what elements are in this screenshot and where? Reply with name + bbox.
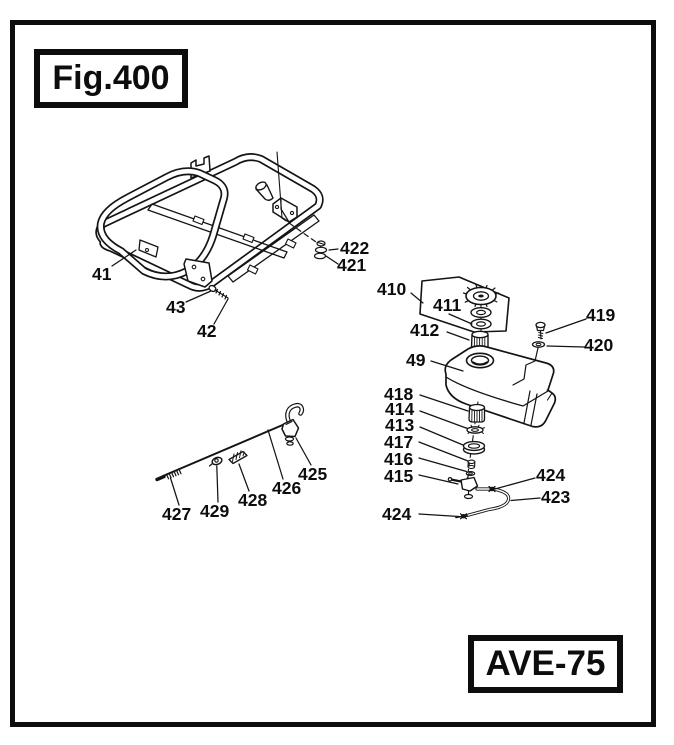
tank-assembly-drawing [419, 276, 557, 520]
part-label-413: 413 [385, 415, 415, 435]
figure-number-box: Fig.400 [34, 49, 188, 108]
part-label-422: 422 [340, 238, 370, 258]
part-label-414: 414 [385, 399, 415, 419]
part-label-424-bottom: 424 [382, 504, 412, 524]
part-label-429: 429 [200, 501, 230, 521]
part-label-426: 426 [272, 478, 302, 498]
part-label-420: 420 [584, 335, 614, 355]
part-label-416: 416 [384, 449, 414, 469]
part-label-415: 415 [384, 466, 414, 486]
model-code-box: AVE-75 [468, 635, 623, 693]
part-label-410: 410 [377, 279, 407, 299]
part-label-41: 41 [92, 264, 112, 284]
part-label-423: 423 [541, 487, 571, 507]
part-label-411: 411 [433, 295, 462, 315]
part-label-419: 419 [586, 305, 616, 325]
model-code: AVE-75 [485, 644, 606, 683]
part-label-43: 43 [166, 297, 186, 317]
part-label-421: 421 [337, 255, 367, 275]
part-label-425: 425 [298, 464, 328, 484]
figure-number: Fig.400 [52, 59, 170, 97]
frame-assembly-drawing [95, 151, 328, 300]
throttle-cable-drawing [155, 402, 305, 482]
part-label-417: 417 [384, 432, 414, 452]
part-label-42: 42 [197, 321, 217, 341]
part-label-424-right: 424 [536, 465, 566, 485]
part-label-49: 49 [406, 350, 426, 370]
leader-lines [111, 248, 587, 518]
part-label-412: 412 [410, 320, 440, 340]
part-label-428: 428 [238, 490, 268, 510]
part-label-418: 418 [384, 384, 414, 404]
part-label-427: 427 [162, 504, 192, 524]
